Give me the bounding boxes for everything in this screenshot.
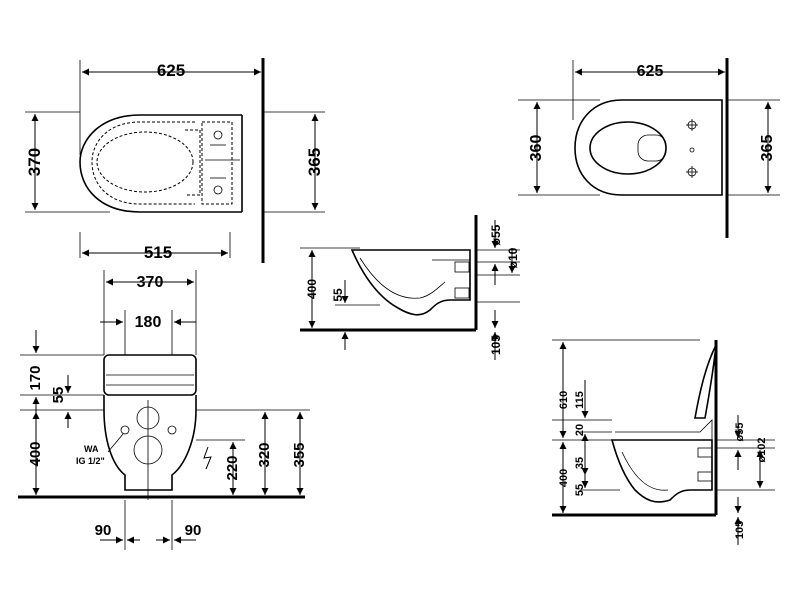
dim-o10-middle: ø10 xyxy=(506,247,520,268)
dim-55-right: 55 xyxy=(574,484,586,496)
dim-360: 360 xyxy=(528,135,545,162)
dim-625-top-left: 625 xyxy=(157,61,185,80)
dim-55-middle: 55 xyxy=(331,288,345,302)
dim-90-left: 90 xyxy=(95,522,112,539)
toilet-outline-top-right xyxy=(574,99,723,196)
toilet-body-side-right xyxy=(610,439,713,503)
label-ig: IG 1/2" xyxy=(76,456,105,466)
dim-35: 35 xyxy=(574,457,586,469)
dim-355: 355 xyxy=(291,442,308,467)
dim-180: 180 xyxy=(135,314,162,331)
dim-20: 20 xyxy=(574,424,586,436)
dim-220: 220 xyxy=(224,455,241,480)
electric-icon xyxy=(203,446,212,470)
toilet-body-side-middle xyxy=(350,249,471,316)
dim-105-right: 105 xyxy=(734,521,746,539)
dim-115: 115 xyxy=(574,391,586,409)
dim-365-left: 365 xyxy=(305,148,324,176)
dim-625-right: 625 xyxy=(637,63,664,80)
side-view-middle: 400 55 ø55 ø10 105 xyxy=(300,215,520,360)
lid-raised xyxy=(694,344,717,419)
dim-o55-middle: ø55 xyxy=(489,224,503,245)
dim-515: 515 xyxy=(144,243,172,262)
dim-365-right: 365 xyxy=(759,135,776,162)
dim-105-middle: 105 xyxy=(489,335,503,355)
dim-370-front: 370 xyxy=(137,274,164,291)
dim-o102: ø102 xyxy=(756,437,768,462)
dim-90-right: 90 xyxy=(185,522,202,539)
top-view-right: 625 360 365 xyxy=(518,58,780,238)
toilet-outline-top xyxy=(79,114,242,213)
dim-400-front: 400 xyxy=(27,441,44,466)
label-wa: WA xyxy=(84,444,99,454)
dim-400-right: 400 xyxy=(558,469,570,487)
dim-610: 610 xyxy=(558,391,570,409)
dim-320: 320 xyxy=(256,442,273,467)
dim-370-left: 370 xyxy=(25,148,44,176)
dim-o55-right: ø55 xyxy=(734,423,746,442)
front-view: 370 180 170 55 400 220 320 355 xyxy=(18,270,310,550)
bowl-front xyxy=(103,395,197,491)
seat-front xyxy=(103,354,197,396)
side-view-right: 610 115 20 35 55 400 ø55 ø102 105 xyxy=(552,339,775,545)
top-view-left: 625 515 370 365 xyxy=(25,58,325,263)
dim-400-middle: 400 xyxy=(305,279,319,299)
dim-170: 170 xyxy=(27,365,44,390)
dim-55-front: 55 xyxy=(50,387,67,404)
